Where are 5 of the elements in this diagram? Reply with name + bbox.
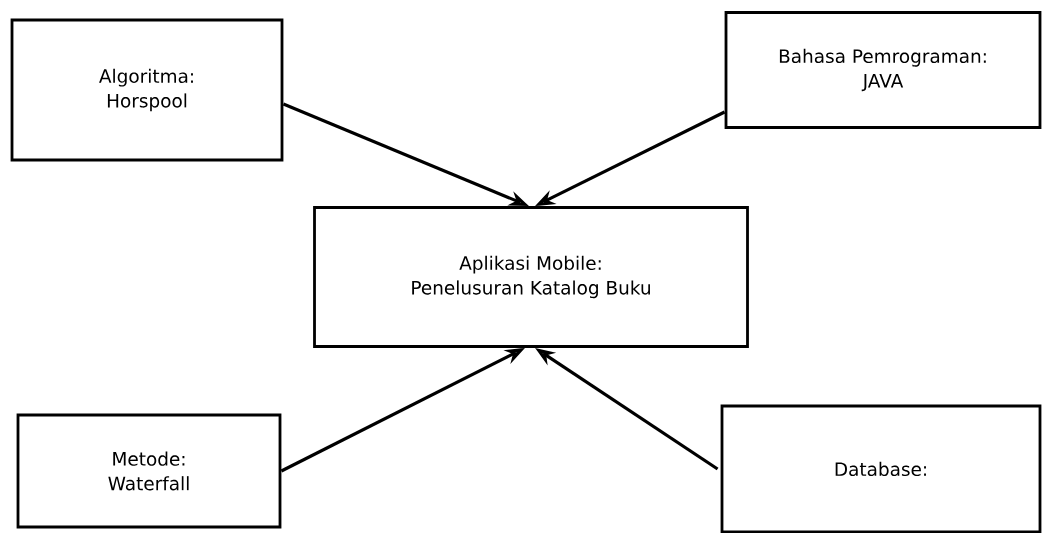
box: Bahasa Pemrograman: JAVA [724,11,1042,129]
box: Algoritma: Horspool [10,18,284,162]
box: Aplikasi Mobile: Penelusuran Katalog Buku [313,206,749,348]
box: Database: [720,404,1042,533]
box: Metode: Waterfall [16,413,282,529]
